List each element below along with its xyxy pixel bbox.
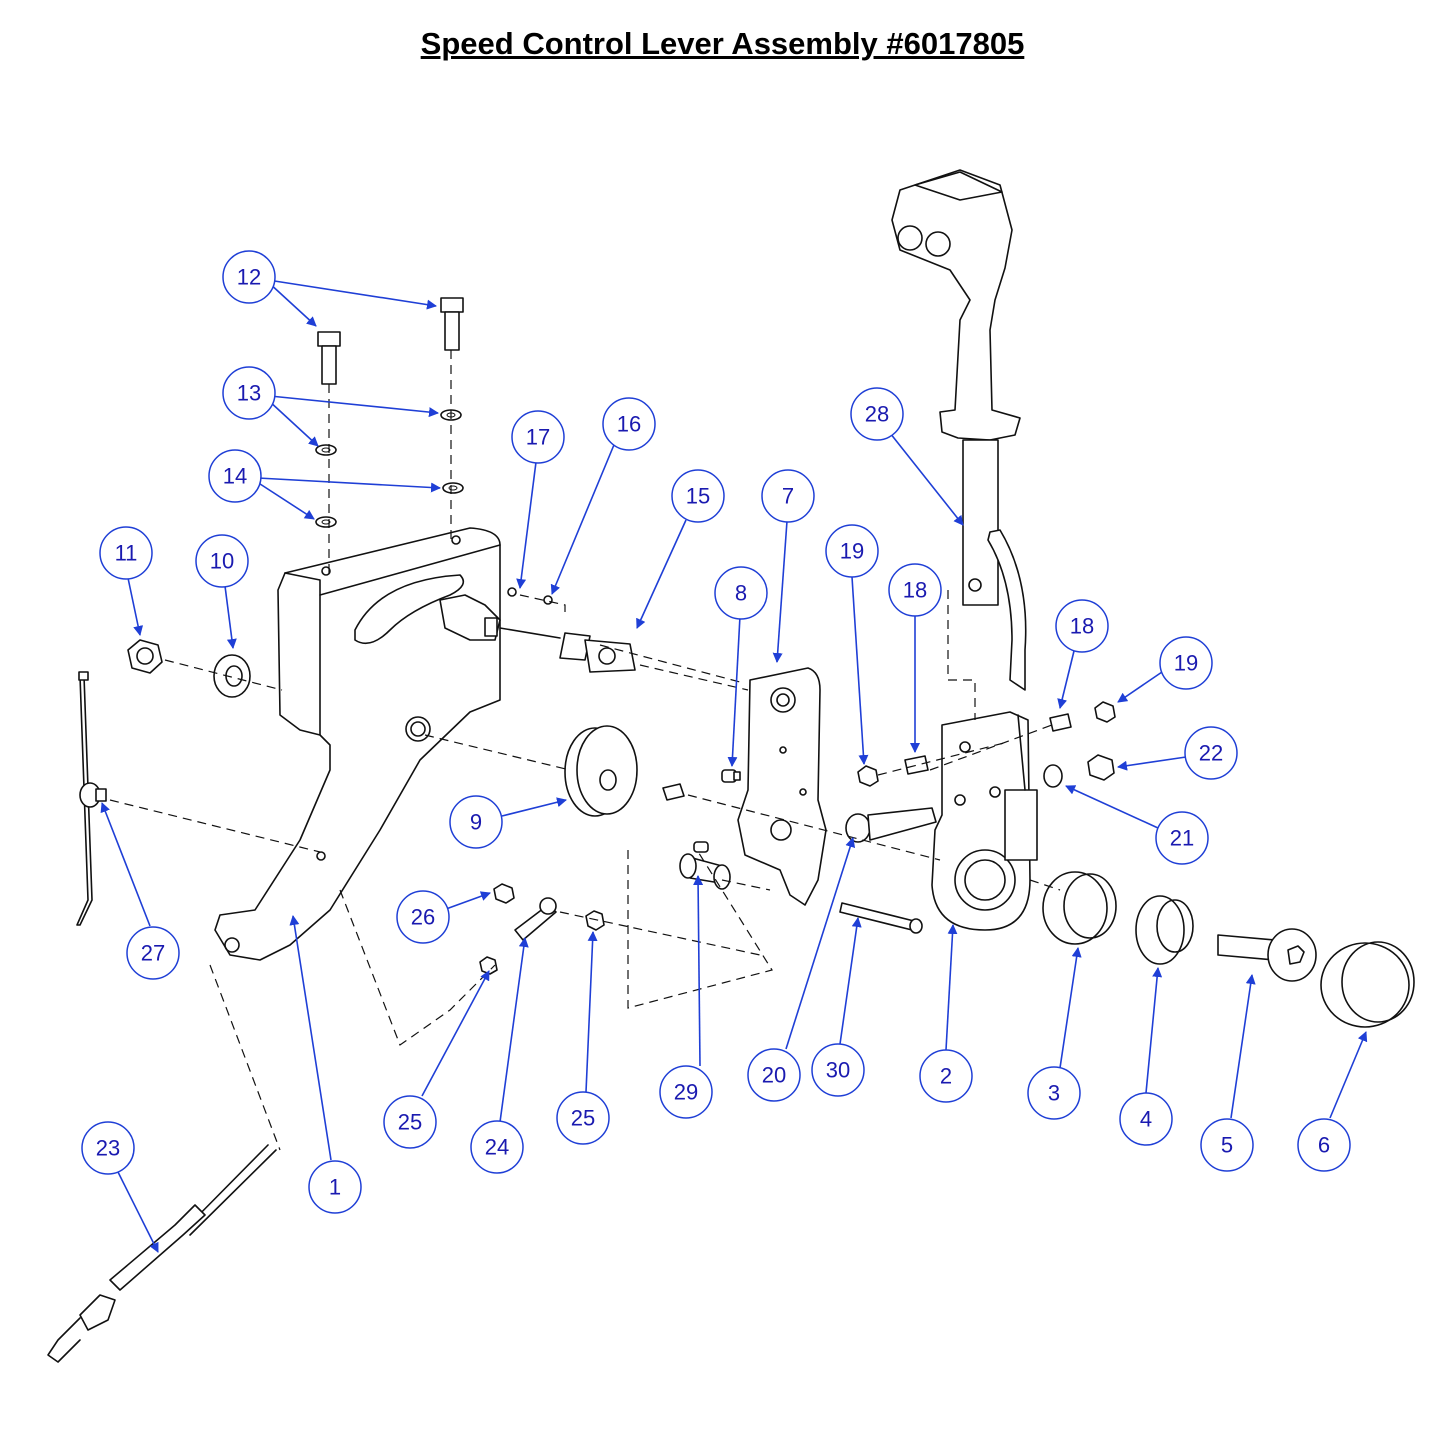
svg-text:19: 19 <box>1174 651 1198 676</box>
callout-20[interactable]: 20 <box>747 1048 801 1102</box>
callout-11[interactable]: 11 <box>99 526 153 580</box>
callout-26[interactable]: 26 <box>396 890 450 944</box>
callout-25[interactable]: 25 <box>383 1095 437 1149</box>
sensor-part-15 <box>439 594 636 673</box>
svg-text:27: 27 <box>141 941 165 966</box>
nut-part-22 <box>1087 754 1115 781</box>
callout-3[interactable]: 3 <box>1027 1066 1081 1120</box>
svg-text:20: 20 <box>762 1063 786 1088</box>
callout-7[interactable]: 7 <box>761 469 815 523</box>
callout-9[interactable]: 9 <box>449 795 503 849</box>
svg-text:5: 5 <box>1221 1133 1233 1158</box>
callout-25[interactable]: 25 <box>556 1091 610 1145</box>
svg-text:2: 2 <box>940 1064 952 1089</box>
svg-text:3: 3 <box>1048 1081 1060 1106</box>
svg-text:25: 25 <box>398 1110 422 1135</box>
callout-12[interactable]: 12 <box>222 250 276 304</box>
svg-text:21: 21 <box>1170 826 1194 851</box>
callout-1[interactable]: 1 <box>308 1160 362 1214</box>
svg-text:23: 23 <box>96 1136 120 1161</box>
nut-part-11 <box>127 639 163 674</box>
callout-19[interactable]: 19 <box>825 524 879 578</box>
svg-text:15: 15 <box>686 484 710 509</box>
lever-hub-part-2 <box>931 711 1038 931</box>
screws-part-16-17 <box>507 587 553 605</box>
svg-text:4: 4 <box>1140 1107 1152 1132</box>
callout-10[interactable]: 10 <box>195 534 249 588</box>
plate-part-7 <box>737 667 827 906</box>
callout-23[interactable]: 23 <box>81 1121 135 1175</box>
washers-part-13-14 <box>315 409 464 528</box>
svg-text:19: 19 <box>840 539 864 564</box>
svg-text:18: 18 <box>903 578 927 603</box>
callout-17[interactable]: 17 <box>511 410 565 464</box>
cable-part-23 <box>47 1144 277 1363</box>
sleeve-part-29 <box>662 783 731 890</box>
callout-18[interactable]: 18 <box>1055 599 1109 653</box>
washer-part-10 <box>213 654 251 698</box>
svg-text:8: 8 <box>735 581 747 606</box>
cap-part-6 <box>1320 941 1415 1028</box>
callout-14[interactable]: 14 <box>208 449 262 503</box>
nuts-part-25-26 <box>479 883 605 975</box>
svg-text:16: 16 <box>617 412 641 437</box>
lever-handle-part-28 <box>891 169 1027 691</box>
washer-part-21 <box>1043 764 1063 788</box>
svg-text:14: 14 <box>223 464 247 489</box>
svg-text:30: 30 <box>826 1058 850 1083</box>
svg-text:18: 18 <box>1070 614 1094 639</box>
spacers-part-18 <box>904 713 1072 775</box>
callout-22[interactable]: 22 <box>1184 726 1238 780</box>
callout-30[interactable]: 30 <box>811 1043 865 1097</box>
callout-13[interactable]: 13 <box>222 366 276 420</box>
rod-end-part-24 <box>514 897 557 941</box>
svg-text:25: 25 <box>571 1106 595 1131</box>
callout-18[interactable]: 18 <box>888 563 942 617</box>
shoulder-bolt-part-5 <box>1217 928 1317 982</box>
callout-21[interactable]: 21 <box>1155 811 1209 865</box>
svg-text:9: 9 <box>470 810 482 835</box>
callout-28[interactable]: 28 <box>850 387 904 441</box>
svg-text:6: 6 <box>1318 1133 1330 1158</box>
callout-4[interactable]: 4 <box>1119 1092 1173 1146</box>
bearing-cone-part-4 <box>1135 895 1194 965</box>
svg-text:17: 17 <box>526 425 550 450</box>
callout-2[interactable]: 2 <box>919 1049 973 1103</box>
screw-part-8 <box>721 769 741 783</box>
svg-text:29: 29 <box>674 1080 698 1105</box>
callouts: 12 13 14 11 10 17 16 15 7 8 19 18 28 18 … <box>81 250 1351 1214</box>
svg-text:11: 11 <box>115 541 138 566</box>
callout-15[interactable]: 15 <box>671 469 725 523</box>
nuts-part-19 <box>857 701 1116 787</box>
bracket-part-1 <box>214 527 501 961</box>
callout-19[interactable]: 19 <box>1159 636 1213 690</box>
svg-text:1: 1 <box>329 1175 341 1200</box>
disk-part-9 <box>564 725 638 817</box>
pin-part-30 <box>839 902 923 934</box>
svg-text:22: 22 <box>1199 741 1223 766</box>
assembly-center-lines <box>109 350 1061 1151</box>
callout-27[interactable]: 27 <box>126 926 180 980</box>
svg-text:28: 28 <box>865 402 889 427</box>
svg-text:10: 10 <box>210 549 234 574</box>
svg-text:7: 7 <box>782 484 794 509</box>
bearing-cup-part-3 <box>1042 871 1117 945</box>
svg-text:12: 12 <box>237 265 261 290</box>
callout-8[interactable]: 8 <box>714 566 768 620</box>
callout-29[interactable]: 29 <box>659 1065 713 1119</box>
pin-part-20 <box>845 807 937 843</box>
callout-6[interactable]: 6 <box>1297 1118 1351 1172</box>
page-title: Speed Control Lever Assembly #6017805 <box>420 26 1025 61</box>
callout-24[interactable]: 24 <box>470 1120 524 1174</box>
callout-5[interactable]: 5 <box>1200 1118 1254 1172</box>
bolts-part-12 <box>317 297 464 385</box>
leader-arrows <box>100 279 1368 1253</box>
callout-16[interactable]: 16 <box>602 397 656 451</box>
cable-tie-part-27 <box>76 671 107 926</box>
svg-text:13: 13 <box>237 381 261 406</box>
svg-text:24: 24 <box>485 1135 509 1160</box>
svg-text:26: 26 <box>411 905 435 930</box>
